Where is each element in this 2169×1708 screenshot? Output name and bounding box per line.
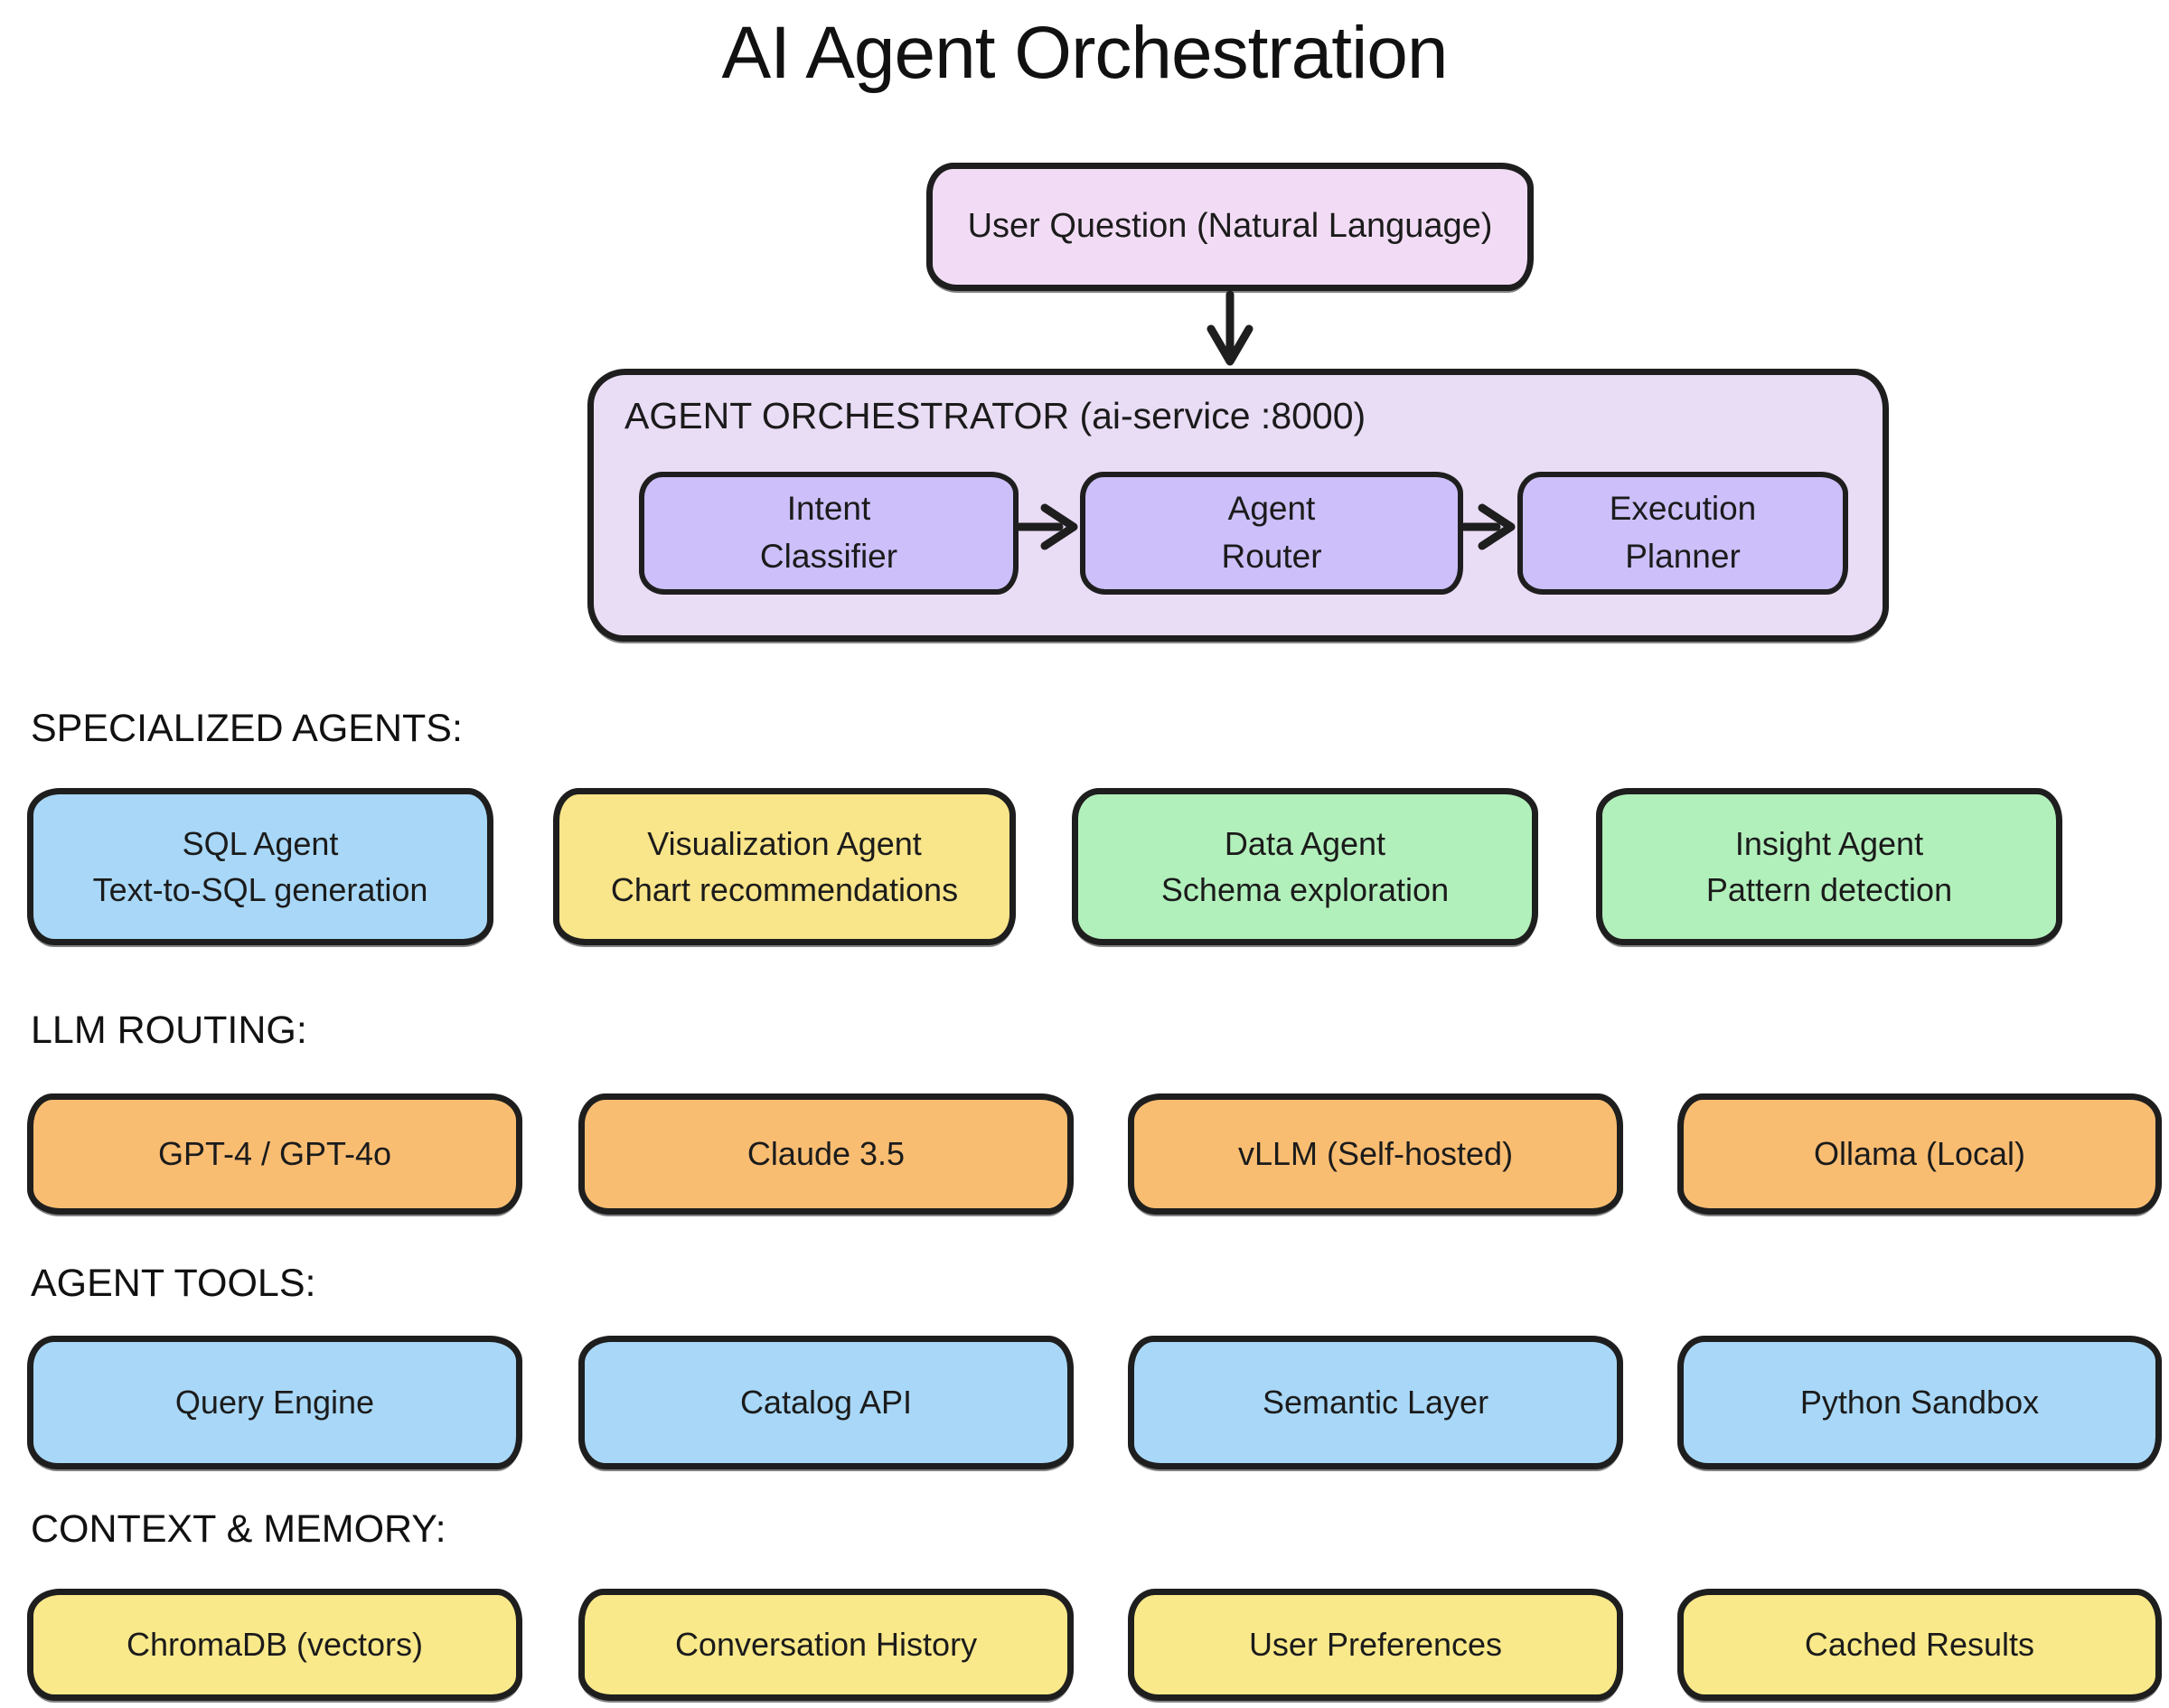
box-line1: Insight Agent — [1734, 824, 1924, 862]
memory-box-conversation-history: Conversation History — [578, 1589, 1074, 1701]
stage-intent-classifier: Intent Classifier — [639, 472, 1019, 595]
arrow-down-head — [1207, 324, 1254, 366]
memory-box-user-preferences: User Preferences — [1128, 1589, 1623, 1701]
box-line1: Claude 3.5 — [746, 1135, 906, 1173]
user-question-box: User Question (Natural Language) — [926, 163, 1534, 291]
box-line1: Python Sandbox — [1799, 1384, 2040, 1422]
user-question-label: User Question (Natural Language) — [967, 207, 1493, 246]
section-label-context-memory: CONTEXT & MEMORY: — [31, 1507, 446, 1551]
agent-box-sql: SQL Agent Text-to-SQL generation — [27, 788, 493, 945]
section-label-specialized-agents: SPECIALIZED AGENTS: — [31, 707, 463, 750]
stage-label-line2: Router — [1221, 538, 1322, 575]
box-line2: Schema exploration — [1160, 871, 1450, 908]
stage-label-line1: Execution — [1609, 490, 1757, 528]
llm-box-ollama: Ollama (Local) — [1677, 1093, 2162, 1215]
box-line2: Chart recommendations — [610, 871, 959, 908]
section-label-agent-tools: AGENT TOOLS: — [31, 1262, 316, 1305]
stage-label-line2: Classifier — [759, 538, 898, 575]
tool-box-python-sandbox: Python Sandbox — [1677, 1336, 2162, 1469]
agent-box-insight: Insight Agent Pattern detection — [1596, 788, 2062, 945]
stage-agent-router: Agent Router — [1080, 472, 1463, 595]
agent-box-visualization: Visualization Agent Chart recommendation… — [553, 788, 1016, 945]
box-line1: User Preferences — [1248, 1626, 1503, 1664]
box-line1: vLLM (Self-hosted) — [1237, 1135, 1514, 1173]
box-line1: Cached Results — [1804, 1626, 2035, 1664]
box-line1: Visualization Agent — [647, 824, 922, 862]
stage-label-line1: Intent — [786, 490, 871, 528]
orchestrator-container: AGENT ORCHESTRATOR (ai-service :8000) In… — [587, 369, 1889, 642]
box-line1: Semantic Layer — [1262, 1384, 1489, 1422]
orchestrator-label: AGENT ORCHESTRATOR (ai-service :8000) — [624, 395, 1366, 436]
memory-box-chromadb: ChromaDB (vectors) — [27, 1589, 522, 1701]
tool-box-catalog-api: Catalog API — [578, 1336, 1074, 1469]
box-line2: Text-to-SQL generation — [92, 871, 428, 908]
tool-box-query-engine: Query Engine — [27, 1336, 522, 1469]
llm-box-vllm: vLLM (Self-hosted) — [1128, 1093, 1623, 1215]
box-line1: Ollama (Local) — [1813, 1135, 2026, 1173]
box-line1: ChromaDB (vectors) — [126, 1626, 424, 1664]
box-line1: Conversation History — [674, 1626, 978, 1664]
box-line2: Pattern detection — [1705, 871, 1953, 908]
section-label-llm-routing: LLM ROUTING: — [31, 1009, 307, 1052]
memory-box-cached-results: Cached Results — [1677, 1589, 2162, 1701]
box-line1: Catalog API — [739, 1384, 913, 1422]
box-line1: GPT-4 / GPT-4o — [157, 1135, 392, 1173]
box-line1: Query Engine — [174, 1384, 375, 1422]
llm-box-gpt4: GPT-4 / GPT-4o — [27, 1093, 522, 1215]
stage-label-line2: Planner — [1625, 538, 1741, 575]
box-line1: Data Agent — [1224, 824, 1386, 862]
agent-box-data: Data Agent Schema exploration — [1072, 788, 1538, 945]
box-line1: SQL Agent — [182, 824, 339, 862]
llm-box-claude: Claude 3.5 — [578, 1093, 1074, 1215]
tool-box-semantic-layer: Semantic Layer — [1128, 1336, 1623, 1469]
stage-execution-planner: Execution Planner — [1517, 472, 1848, 595]
diagram-title: AI Agent Orchestration — [721, 12, 1448, 94]
stage-label-line1: Agent — [1227, 490, 1316, 528]
